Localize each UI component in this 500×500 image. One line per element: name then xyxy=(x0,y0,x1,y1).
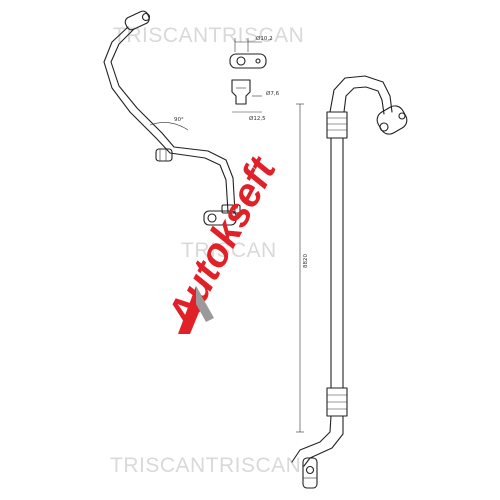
dim-label-d3: Ø12,5 xyxy=(249,115,266,122)
watermark-middle: TRISCAN xyxy=(181,239,277,262)
right-hose-bottom-bend-inner xyxy=(303,415,344,467)
right-hose-lower-ferrule xyxy=(326,387,348,417)
left-hose-top-fitting xyxy=(124,10,151,31)
detail-fitting: Ø10,2 Ø7,6 Ø12,5 xyxy=(229,35,280,122)
right-hose: 8820 xyxy=(291,75,408,489)
left-hose-tube-outer xyxy=(103,26,229,213)
dim-label-d1: Ø10,2 xyxy=(256,35,273,42)
right-hose-top-bend-inner xyxy=(343,86,385,115)
left-hose: 90° xyxy=(103,10,241,226)
right-hose-top-fitting xyxy=(376,105,408,135)
angle-label: 90° xyxy=(174,117,184,123)
right-hose-upper-ferrule xyxy=(326,111,348,139)
logo-chevron-shadow xyxy=(196,286,214,322)
right-hose-bottom-bend-outer xyxy=(291,415,332,463)
watermark-bottom: TRISCANTRISCAN xyxy=(110,454,301,477)
right-hose-top-bend-outer xyxy=(329,75,393,113)
dim-label-d2: Ø7,6 xyxy=(266,90,280,97)
watermark-top: TRISCANTRISCAN xyxy=(113,24,304,47)
right-hose-bottom-fitting xyxy=(302,457,318,489)
left-hose-bottom-fitting xyxy=(203,204,241,226)
left-hose-tube-inner xyxy=(110,28,236,213)
length-label: 8820 xyxy=(303,254,309,268)
left-hose-clip xyxy=(155,148,173,162)
